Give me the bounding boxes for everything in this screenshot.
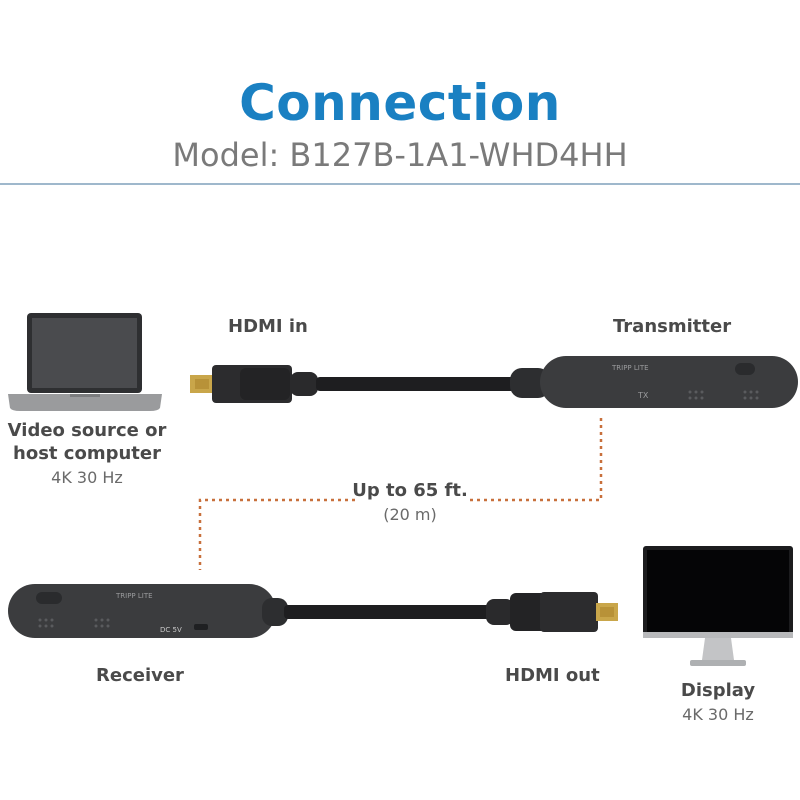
laptop-icon [8,313,162,411]
display-label: Display [680,680,756,701]
distance-caption: Up to 65 ft. (20 m) [325,480,495,524]
video-source-caption: Video source or host computer 4K 30 Hz [0,420,174,487]
distance-dotted-line [198,418,603,570]
video-source-spec: 4K 30 Hz [51,468,123,487]
distance-label: Up to 65 ft. [352,480,468,501]
transmitter-device: TRIPP LITE TX [510,356,798,408]
transmitter-tag: TX [637,391,649,400]
display-spec: 4K 30 Hz [682,705,754,724]
receiver-device: DC 5V TRIPP LITE [8,584,288,638]
transmitter-brand: TRIPP LITE [611,364,649,372]
hdmi-in-cable [190,365,526,403]
receiver-label: Receiver [96,665,184,686]
video-source-line1: Video source or [7,420,167,441]
hdmi-out-label: HDMI out [505,665,600,686]
header-divider [0,183,800,185]
receiver-dc-port-label: DC 5V [160,626,182,634]
page-title: Connection [239,74,561,132]
monitor-icon [643,546,793,666]
distance-metric-label: (20 m) [383,505,437,524]
transmitter-label: Transmitter [613,316,732,337]
display-caption: Display 4K 30 Hz [650,680,786,724]
receiver-brand: TRIPP LITE [115,592,153,600]
hdmi-in-label: HDMI in [228,316,308,337]
hdmi-out-cable [284,592,618,632]
video-source-line2: host computer [13,443,161,464]
model-subtitle: Model: B127B-1A1-WHD4HH [172,136,628,174]
